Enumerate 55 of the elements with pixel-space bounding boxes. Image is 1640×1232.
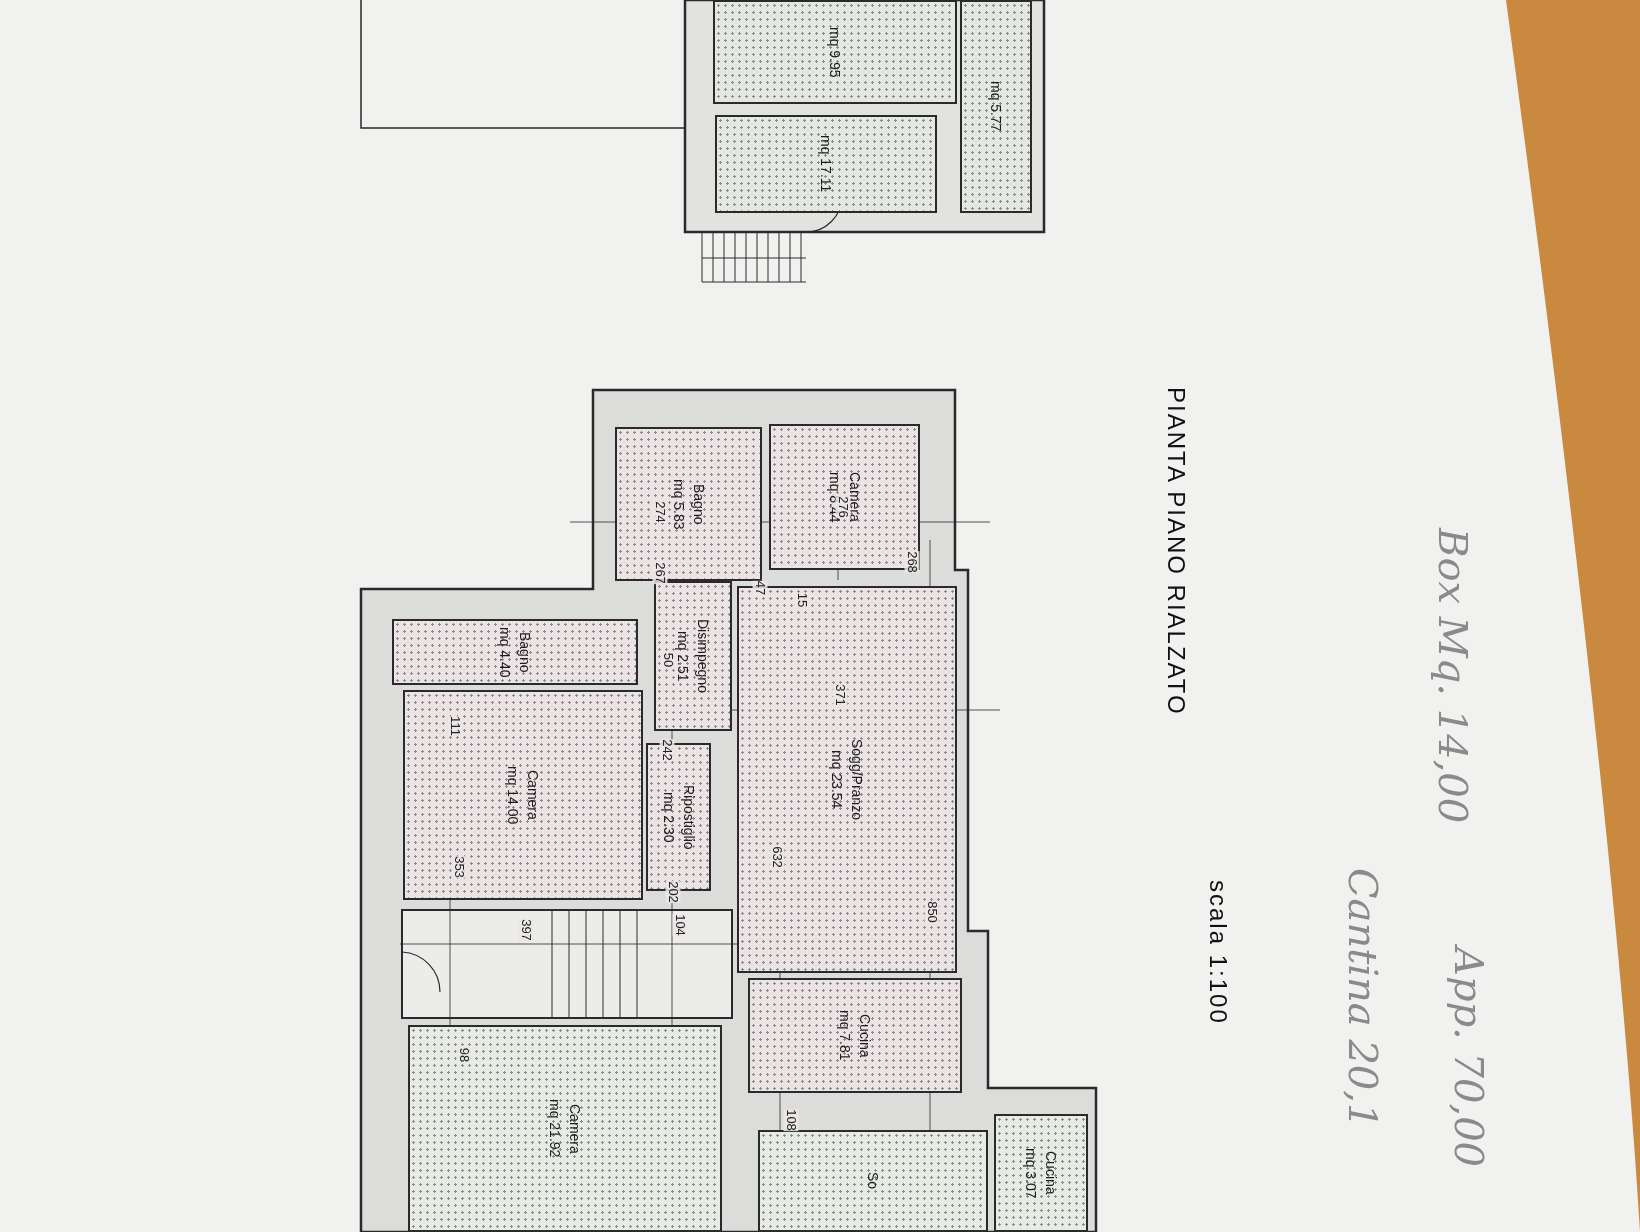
room-name: Bagno [690, 483, 707, 525]
dimension-value: 108 [783, 1109, 799, 1131]
dimension-value: 268 [904, 551, 920, 573]
dimension-value: 50 [660, 652, 676, 668]
room [748, 978, 962, 1093]
room-area: mq 5.83 [670, 478, 687, 530]
dimension-value: 202 [665, 881, 681, 903]
room-name: Cucina [857, 1013, 873, 1058]
room [994, 1114, 1088, 1232]
room-name: Cucina [1043, 1151, 1059, 1195]
dimension-value: 397 [518, 919, 534, 941]
dimension-value: 47 [752, 580, 768, 596]
scale-note: scala 1:100 [1204, 880, 1232, 1025]
room-area: mq 7.81 [837, 1010, 853, 1061]
handwritten-note: Cantina 20,1 [1340, 868, 1386, 1129]
plan-title: PIANTA PIANO RIALZATO [1162, 387, 1190, 716]
dimension-value: 242 [659, 739, 675, 761]
room [960, 0, 1032, 213]
room [654, 581, 732, 731]
dimension-value: 267 [652, 562, 668, 584]
room-area: So [865, 1172, 881, 1190]
dimension-value: 850 [924, 901, 940, 923]
dimension-value: 632 [769, 846, 785, 868]
room-area: mq 17.11 [818, 135, 834, 193]
dimension-value: 98 [456, 1047, 472, 1063]
room-name: Camera [567, 1103, 583, 1154]
room-area: mq 14.00 [505, 765, 521, 825]
dimension-value: 104 [672, 914, 688, 936]
room [408, 1025, 722, 1232]
room-area: mq 2.30 [660, 791, 677, 843]
dimension-value: 274 [652, 501, 668, 523]
room [615, 427, 762, 581]
room-area: mq 23.54 [829, 750, 845, 809]
room-name: Camera [525, 770, 541, 820]
dimension-value: 15 [794, 592, 810, 608]
handwritten-note: App. 70,00 [1446, 947, 1492, 1168]
handwritten-note: Box Mq. 14,00 [1430, 528, 1476, 824]
room [715, 115, 937, 213]
dimension-value: 371 [832, 684, 848, 706]
room-area: mq 9.95 [827, 26, 843, 78]
room-area: mq 21.92 [547, 1099, 563, 1158]
room-name: Ripostiglio [680, 784, 697, 850]
room [403, 690, 643, 900]
dimension-value: 353 [451, 856, 467, 878]
room-area: mq 4.40 [497, 626, 513, 678]
room-name: Bagno [517, 631, 533, 673]
room-area: mq 2.51 [675, 630, 691, 682]
room-area: mq 5.77 [988, 81, 1004, 132]
room-name: Sogg/Pranzo [849, 739, 865, 820]
room [713, 0, 957, 104]
room-name: Disimpegno [695, 619, 711, 693]
dimension-value: 111 [447, 716, 463, 736]
room [392, 619, 638, 685]
room-area: mq 3.07 [1023, 1147, 1039, 1199]
room [758, 1130, 988, 1232]
